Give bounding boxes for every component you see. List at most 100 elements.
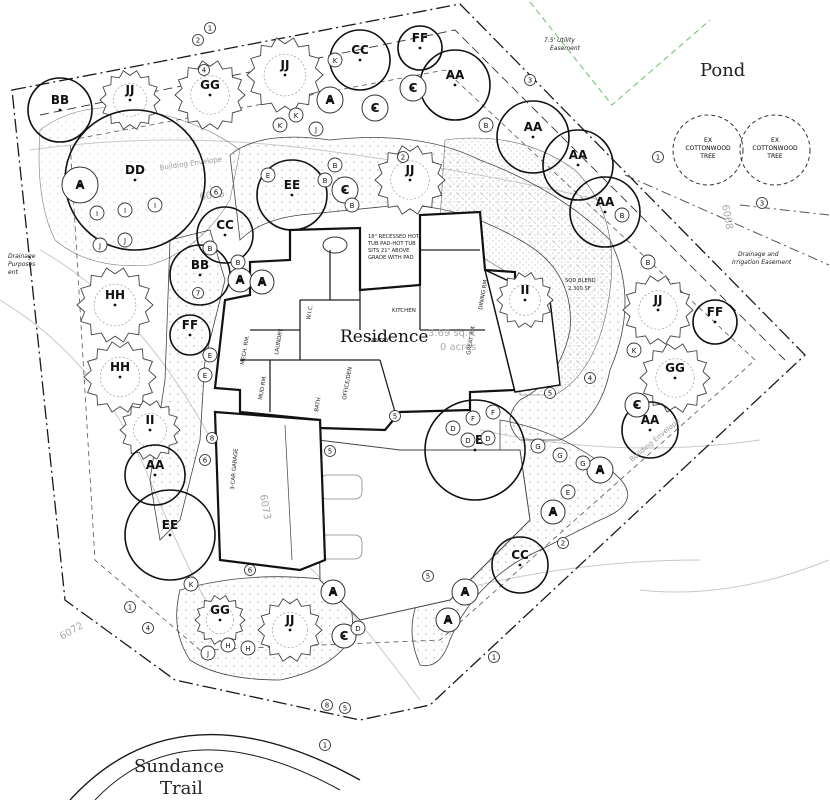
shrub-tag-e: E <box>566 489 570 497</box>
keynote-number: 2 <box>196 37 200 45</box>
sod-note-2: 2,300 SF <box>568 286 591 292</box>
shrub-e: E <box>202 347 218 363</box>
tree-gg: GG <box>639 343 711 413</box>
shrub-i: I <box>89 205 105 221</box>
tree-gg: GG <box>174 60 246 130</box>
keynote-marker: 5 <box>339 702 351 714</box>
shrub-e: E <box>260 167 276 183</box>
keynote-number: 8 <box>210 435 214 443</box>
interior-walls <box>240 249 485 413</box>
keynote-marker: 3 <box>524 74 536 86</box>
tree-tag-a: A <box>443 613 453 627</box>
offsite-line <box>624 174 830 266</box>
shrub-tag-f: F <box>471 415 475 423</box>
shrub-k: K <box>626 342 642 358</box>
keynote-number: 4 <box>202 67 207 75</box>
label-pantry: PANTRY <box>368 338 390 344</box>
residence-footprint <box>213 210 517 432</box>
garage-footprint <box>213 410 327 572</box>
street-label-2: Trail <box>160 778 203 799</box>
hot-tub-note-1: 18" RECESSED HOT <box>368 234 420 240</box>
keynote-marker: 5 <box>324 445 336 457</box>
label-mud: MUD RM. <box>258 374 268 400</box>
shrub-b: B <box>478 117 494 133</box>
tree-tag-dd: DD <box>125 163 145 177</box>
drainage-left-label-1: Drainage <box>8 253 36 260</box>
shrub-b: B <box>230 254 246 270</box>
tree-tag-c: C <box>409 81 418 95</box>
tree-tag-a: A <box>548 505 558 519</box>
tree-tag-cc: CC <box>511 548 529 562</box>
existing-cottonwood-tree: EX COTTONWOOD TREE <box>739 114 811 186</box>
shrub-tag-g: G <box>580 460 585 468</box>
shrub-tag-b: B <box>236 259 241 267</box>
tree-tag-ff: FF <box>412 31 428 45</box>
tree-a: A <box>227 267 253 293</box>
tree-tag-hh: HH <box>110 360 130 374</box>
hot-tub-note-3: SITS 21" ABOVE <box>368 248 409 254</box>
shrub-j: J <box>308 121 324 137</box>
shrub-d: D <box>445 420 461 436</box>
keynote-number: 6 <box>248 567 253 575</box>
tree-a: A <box>316 86 344 114</box>
tree-aa: AA <box>621 401 679 459</box>
tree-tag-aa: AA <box>524 120 543 134</box>
tree-tag-aa: AA <box>146 458 165 472</box>
tree-cc: CC <box>196 206 254 264</box>
shrub-tag-b: B <box>350 202 355 210</box>
keynote-marker: 6 <box>199 454 211 466</box>
shrub-tag-j: J <box>314 126 317 134</box>
shrub-tag-i: I <box>96 210 98 218</box>
label-office: OFFICE/DEN <box>342 367 354 401</box>
keynote-marker: 4 <box>584 372 596 384</box>
shrub-j: J <box>200 645 216 661</box>
keynote-marker: 8 <box>206 432 218 444</box>
street-curb-inner <box>94 749 341 800</box>
keynote-marker: 8 <box>321 699 333 711</box>
tree-tag-c: C <box>633 398 642 412</box>
svg-text:TREE: TREE <box>699 153 716 160</box>
keynote-number: 1 <box>208 25 212 33</box>
label-laundry: LAUNDRY <box>274 328 285 355</box>
shrub-j: J <box>117 232 133 248</box>
utility-easement-label-1: 7.5' Utility <box>544 37 575 44</box>
elevation-label: 6072 <box>58 620 86 642</box>
tree-a: A <box>586 456 614 484</box>
utility-easement-line <box>39 29 786 361</box>
tree-ii: II <box>496 272 554 328</box>
tree-aa: AA <box>419 49 491 121</box>
shrub-g: G <box>530 438 546 454</box>
area-note-2: 0 acres <box>440 342 476 353</box>
driveway <box>317 439 531 621</box>
shrub-d: D <box>460 432 476 448</box>
svg-text:EX: EX <box>704 137 712 144</box>
shrub-i: I <box>117 202 133 218</box>
tree-ee: EE <box>256 159 328 231</box>
tree-tag-a: A <box>328 585 338 599</box>
utility-easement-label-2: Easement <box>550 45 581 52</box>
pond-edge <box>529 1 711 106</box>
tree-tag-a: A <box>460 585 470 599</box>
shrub-tag-b: B <box>646 259 651 267</box>
shrub-tag-b: B <box>620 212 625 220</box>
shrub-tag-g: G <box>557 452 562 460</box>
tree-c: C <box>331 623 357 649</box>
shrub-g: G <box>552 447 568 463</box>
shrub-k: K <box>183 576 199 592</box>
shrub-d: D <box>480 430 496 446</box>
tree-ff: FF <box>397 25 443 71</box>
shrub-tag-g: G <box>535 443 540 451</box>
keynote-marker: 5 <box>422 570 434 582</box>
tree-tag-gg: GG <box>200 78 220 92</box>
shrub-tag-k: K <box>333 57 338 65</box>
tree-jj: JJ <box>257 598 323 662</box>
tree-tag-bb: BB <box>51 93 69 107</box>
label-garage: 3-CAR GARAGE <box>230 448 240 491</box>
shrub-e: E <box>560 484 576 500</box>
tree-c: C <box>399 74 427 102</box>
keynote-number: 3 <box>760 200 764 208</box>
shrub-tag-k: K <box>278 122 283 130</box>
svg-text:COTTONWOOD: COTTONWOOD <box>752 145 798 152</box>
tree-tag-jj: JJ <box>280 58 290 72</box>
